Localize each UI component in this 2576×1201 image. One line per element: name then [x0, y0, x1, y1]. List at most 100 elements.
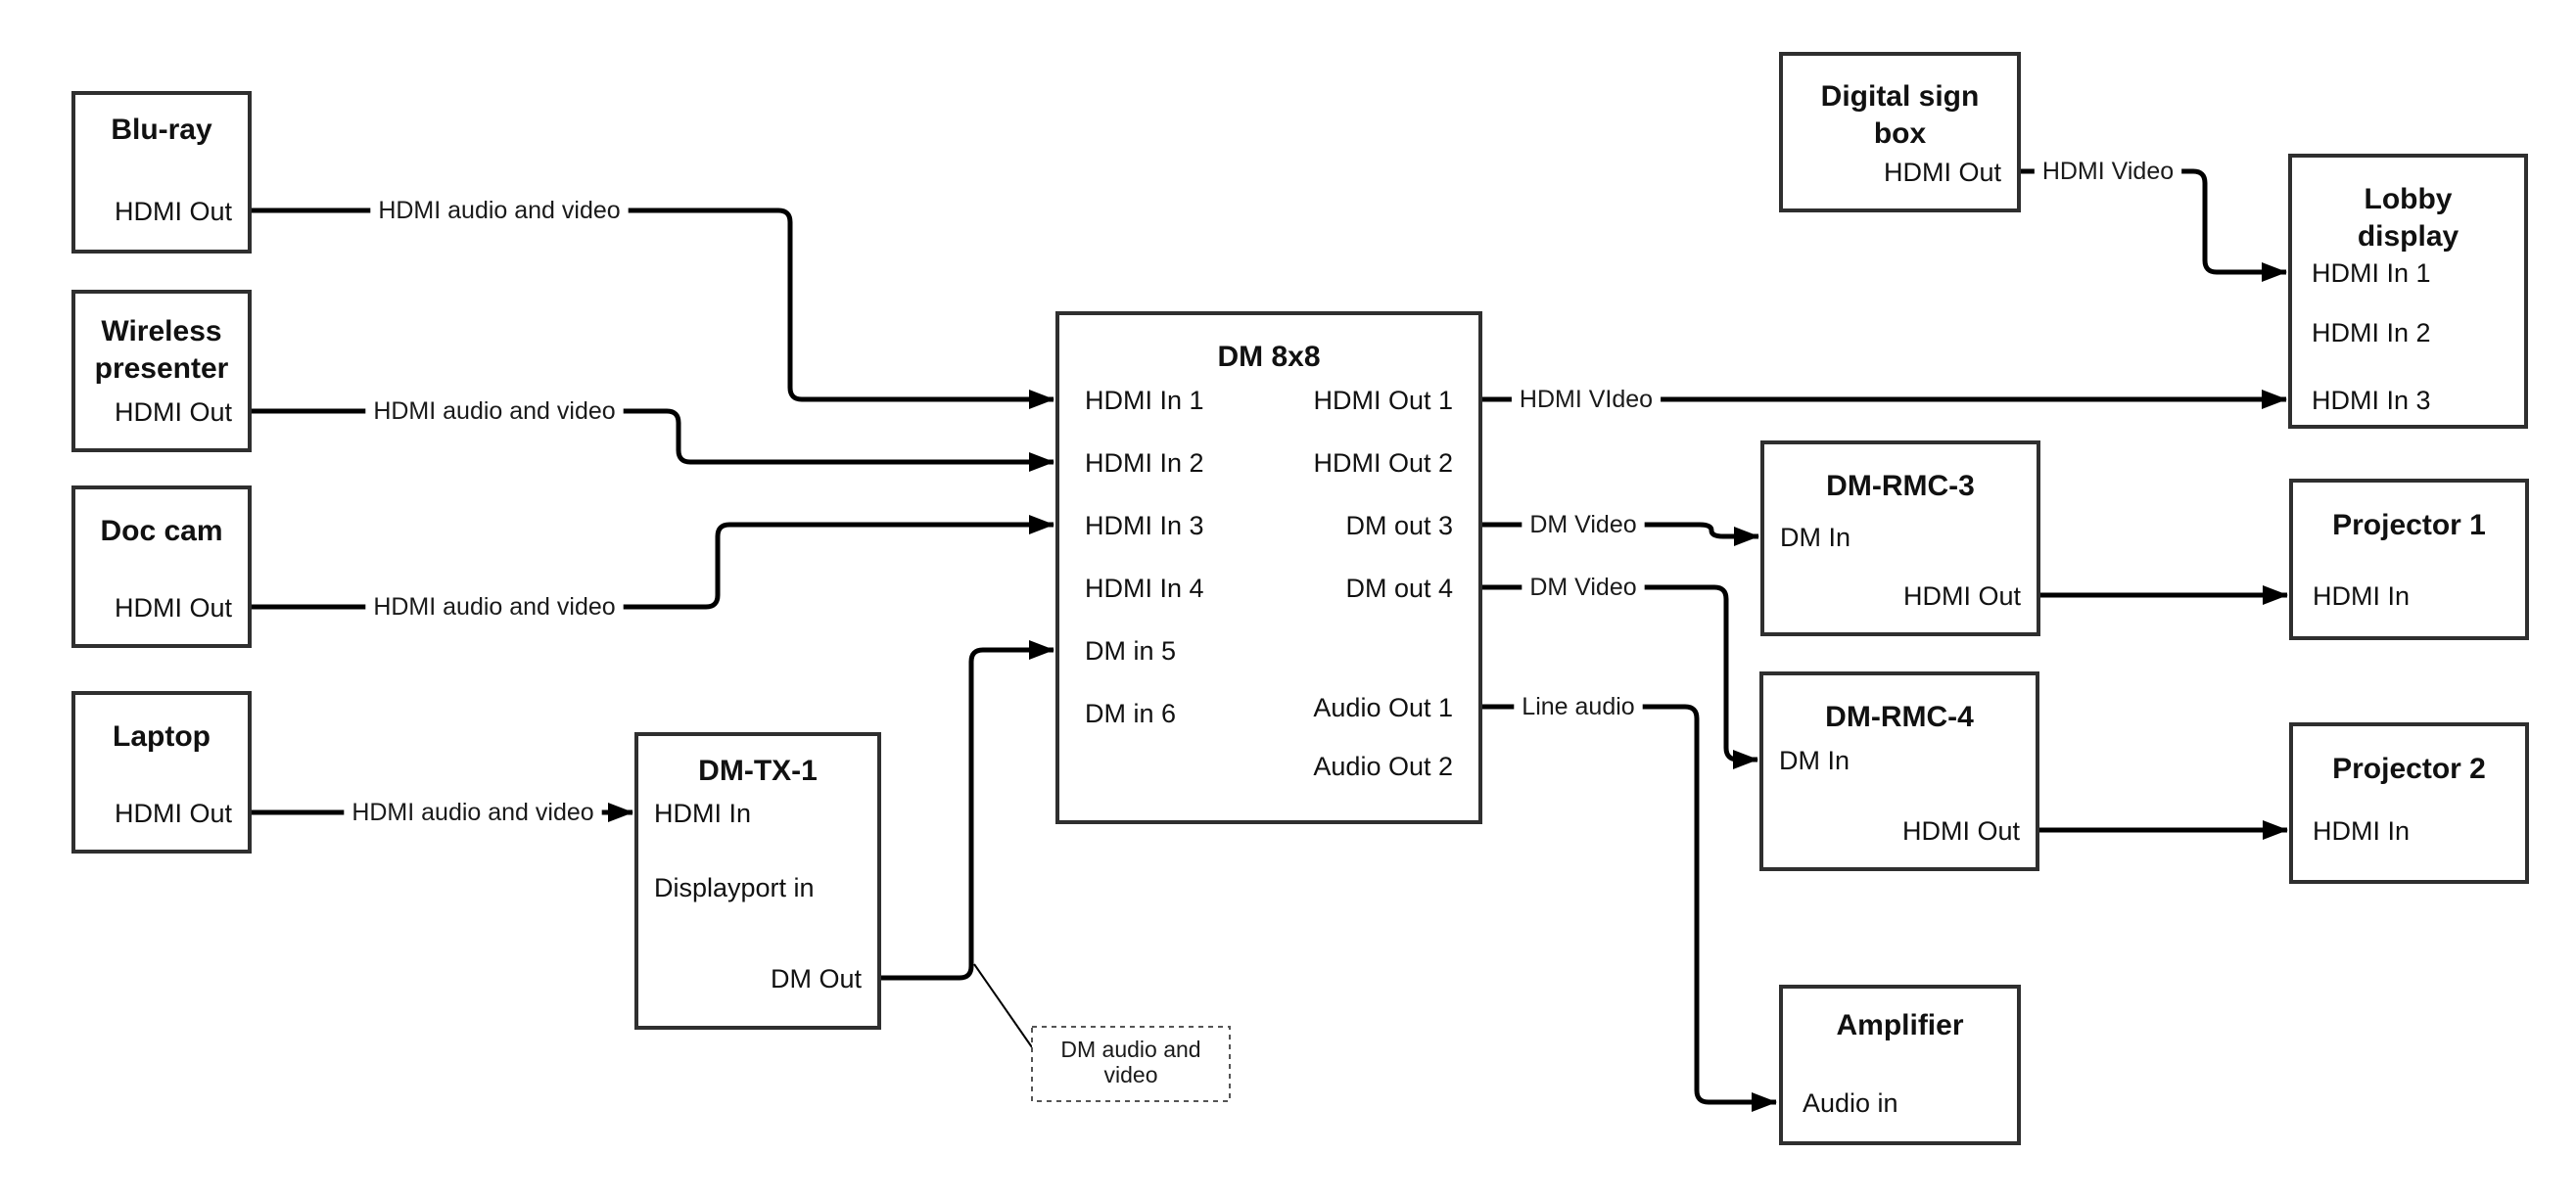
node-box-amplifier	[1779, 985, 2021, 1145]
node-box-digital-sign-box	[1779, 52, 2021, 212]
port-lobby-display-hdmi-in-2: HDMI In 2	[2312, 318, 2431, 347]
connector-label-bg	[365, 591, 624, 623]
port-amplifier-audio-in: Audio in	[1803, 1088, 1898, 1118]
node-dm-rmc-4: DM-RMC-4 DM In HDMI Out	[1759, 671, 2039, 871]
port-dm-8x8-hdmi-out-2: HDMI Out 2	[1313, 448, 1453, 478]
connector-label-signbox-to-lobby-in-1: HDMI Video	[2034, 156, 2182, 187]
connector-label-text: HDMI VIdeo	[1520, 386, 1653, 413]
node-title-lobby-display: display	[2358, 220, 2459, 253]
port-dm-8x8-hdmi-out-1: HDMI Out 1	[1313, 386, 1453, 415]
node-title-wireless-presenter: Wireless	[101, 315, 221, 347]
connector-label-text: HDMI audio and video	[378, 197, 620, 224]
annotation-box-dm-audio-video-note	[1031, 1026, 1231, 1102]
node-title-laptop: Laptop	[113, 720, 211, 753]
connector-label-bg	[1522, 572, 1645, 603]
port-lobby-display-hdmi-in-1: HDMI In 1	[2312, 258, 2431, 288]
connector-label-text: Line audio	[1522, 693, 1634, 720]
port-dm-tx-1-displayport-in: Displayport in	[654, 873, 815, 902]
port-digital-sign-box-hdmi-out: HDMI Out	[1884, 158, 2002, 187]
connector-dm-out-4-to-rmc4	[1480, 584, 1758, 769]
connector-label-bg	[344, 797, 602, 828]
node-box-blu-ray	[71, 91, 252, 254]
node-title-digital-sign-box: box	[1874, 117, 1927, 150]
node-title-wireless-presenter: presenter	[95, 352, 229, 385]
connector-label-audio-out-1-to-amplifier: Line audio	[1514, 691, 1643, 722]
connector-label-text: DM Video	[1529, 511, 1636, 538]
node-title-projector-1: Projector 1	[2332, 509, 2486, 541]
connector-label-bg	[370, 195, 629, 226]
port-dm-8x8-hdmi-in-2: HDMI In 2	[1085, 448, 1204, 478]
port-lobby-display-hdmi-in-3: HDMI In 3	[2312, 386, 2431, 415]
node-box-projector-2	[2289, 722, 2529, 884]
node-title-doc-cam: Doc cam	[100, 515, 222, 547]
node-title-blu-ray: Blu-ray	[111, 114, 212, 146]
connector-label-hdmi-out-1-to-lobby-in-3: HDMI VIdeo	[1511, 384, 1662, 415]
node-box-wireless-presenter	[71, 290, 252, 452]
connector-dmtx1-to-dm-in-5	[879, 640, 1054, 981]
port-projector-1-hdmi-in: HDMI In	[2313, 581, 2410, 611]
annotation-text-dm-audio-video-note: video	[1104, 1062, 1158, 1087]
port-dm-8x8-hdmi-in-1: HDMI In 1	[1085, 386, 1204, 415]
port-dm-tx-1-hdmi-in: HDMI In	[654, 799, 751, 828]
port-dm-8x8-dm-out-3: DM out 3	[1345, 511, 1453, 540]
connector-label-dm-out-3-to-rmc3: DM Video	[1522, 509, 1645, 540]
port-dm-8x8-dm-in-6: DM in 6	[1085, 699, 1176, 728]
connector-signbox-to-lobby-in-1	[2019, 168, 2287, 282]
node-box-laptop	[71, 691, 252, 854]
port-dm-tx-1-dm-out: DM Out	[771, 964, 863, 993]
port-wireless-presenter-hdmi-out: HDMI Out	[115, 397, 233, 427]
node-title-dm-tx-1: DM-TX-1	[698, 755, 818, 787]
port-dm-8x8-hdmi-in-4: HDMI In 4	[1085, 574, 1204, 603]
port-dm-8x8-dm-out-4: DM out 4	[1345, 574, 1453, 603]
connector-doccam-to-hdmi-in-3	[250, 515, 1054, 610]
node-box-projector-1	[2289, 479, 2529, 640]
connector-label-text: DM Video	[1529, 574, 1636, 601]
port-blu-ray-hdmi-out: HDMI Out	[115, 197, 233, 226]
connector-label-bg	[2034, 156, 2182, 187]
port-dm-8x8-dm-in-5: DM in 5	[1085, 636, 1176, 666]
connector-label-bluray-to-hdmi-in-1: HDMI audio and video	[370, 195, 629, 226]
node-title-dm-rmc-4: DM-RMC-4	[1825, 701, 1974, 733]
node-box-lobby-display	[2288, 154, 2528, 429]
node-box-dm-8x8	[1055, 311, 1482, 824]
port-dm-rmc-4-dm-in: DM In	[1779, 746, 1850, 775]
node-title-lobby-display: Lobby	[2365, 183, 2453, 215]
port-dm-8x8-audio-out-1: Audio Out 1	[1313, 693, 1453, 722]
port-laptop-hdmi-out: HDMI Out	[115, 799, 233, 828]
annotation-leader-line	[973, 963, 1033, 1048]
connector-wireless-to-hdmi-in-2	[250, 408, 1054, 472]
port-projector-2-hdmi-in: HDMI In	[2313, 816, 2410, 846]
connector-label-bg	[1514, 691, 1643, 722]
port-dm-rmc-3-hdmi-out: HDMI Out	[1903, 581, 2022, 611]
node-box-dm-rmc-3	[1760, 440, 2040, 636]
connector-label-text: HDMI Video	[2042, 158, 2174, 185]
port-dm-8x8-hdmi-in-3: HDMI In 3	[1085, 511, 1204, 540]
node-title-dm-8x8: DM 8x8	[1217, 341, 1320, 373]
port-dm-rmc-4-hdmi-out: HDMI Out	[1902, 816, 2021, 846]
annotation-text-dm-audio-video-note: DM audio and	[1060, 1037, 1200, 1062]
connector-bluray-to-hdmi-in-1	[250, 208, 1054, 409]
connector-label-text: HDMI audio and video	[373, 397, 615, 425]
connector-label-dm-out-4-to-rmc4: DM Video	[1522, 572, 1645, 603]
node-box-dm-tx-1	[634, 732, 881, 1030]
connector-label-bg	[365, 395, 624, 427]
node-title-digital-sign-box: Digital sign	[1821, 80, 1980, 113]
node-projector-1: Projector 1 HDMI In	[2289, 479, 2529, 640]
node-box-dm-rmc-4	[1759, 671, 2039, 871]
connector-label-doccam-to-hdmi-in-3: HDMI audio and video	[365, 591, 624, 623]
port-dm-8x8-audio-out-2: Audio Out 2	[1313, 752, 1453, 781]
